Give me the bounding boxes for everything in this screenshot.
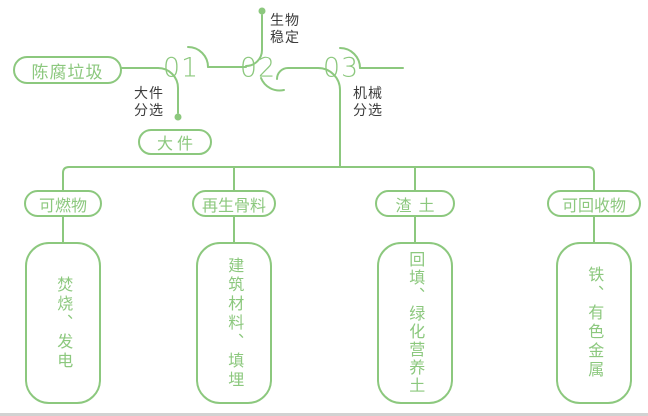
branch-slag-soil-pill: 渣土 bbox=[375, 190, 455, 217]
node-bulky-item-pill: 大件 bbox=[138, 129, 212, 155]
step-1-label: 大件 分选 bbox=[134, 86, 164, 120]
arc-step3-top bbox=[339, 47, 361, 69]
bottom-edge-strip bbox=[0, 413, 648, 416]
result-box-recycled-aggregate: 建筑材料、填埋 bbox=[196, 242, 272, 404]
result-box-slag-soil: 回填、绿化营养土 bbox=[377, 242, 453, 404]
branch-slag-soil-label: 渣土 bbox=[395, 195, 442, 215]
wire-step1-down bbox=[157, 67, 179, 114]
node-source-label: 陈腐垃圾 bbox=[31, 62, 104, 83]
wire-step2-label-drop bbox=[245, 14, 263, 67]
step-2-number: 02 bbox=[239, 52, 277, 84]
result-box-combustibles: 焚烧、发电 bbox=[25, 242, 101, 404]
step-2-label: 生物 稳定 bbox=[270, 13, 300, 47]
result-text-slag-soil: 回填、绿化营养土 bbox=[406, 251, 426, 395]
node-bulky-item-label: 大件 bbox=[156, 134, 197, 153]
step-1-label-line1: 大件 bbox=[134, 86, 164, 102]
arc-step1-top bbox=[187, 46, 209, 68]
result-text-combustibles: 焚烧、发电 bbox=[54, 275, 74, 371]
wire-step3-down bbox=[317, 67, 341, 168]
branch-combustibles-pill: 可燃物 bbox=[24, 190, 102, 217]
step-3-label: 机械 分选 bbox=[353, 86, 383, 120]
step-3-label-line1: 机械 bbox=[353, 86, 383, 102]
step-3-number: 03 bbox=[322, 52, 360, 84]
wire-distribution-bar bbox=[62, 166, 595, 191]
step-1-label-line2: 分选 bbox=[134, 103, 164, 119]
branch-combustibles-label: 可燃物 bbox=[38, 195, 87, 215]
branch-recycled-aggregate-label: 再生骨料 bbox=[201, 195, 266, 215]
result-box-recyclables: 铁、有色金属 bbox=[556, 242, 632, 404]
branch-recyclables-pill: 可回收物 bbox=[547, 190, 641, 217]
step-1-number: 01 bbox=[162, 52, 200, 84]
dot-step2-label bbox=[258, 7, 266, 15]
step-2-label-line1: 生物 bbox=[270, 13, 300, 29]
result-text-recycled-aggregate: 建筑材料、填埋 bbox=[225, 256, 245, 390]
result-text-recyclables: 铁、有色金属 bbox=[585, 266, 605, 380]
dot-step1-branch bbox=[174, 113, 182, 121]
arc-step2-bottom bbox=[260, 77, 285, 92]
branch-recyclables-label: 可回收物 bbox=[561, 195, 626, 215]
branch-recycled-aggregate-pill: 再生骨料 bbox=[192, 190, 276, 217]
step-2-label-line2: 稳定 bbox=[270, 30, 300, 46]
node-source-pill: 陈腐垃圾 bbox=[13, 56, 122, 84]
step-3-label-line2: 分选 bbox=[353, 103, 383, 119]
wire-step2-to-step3 bbox=[276, 67, 319, 80]
